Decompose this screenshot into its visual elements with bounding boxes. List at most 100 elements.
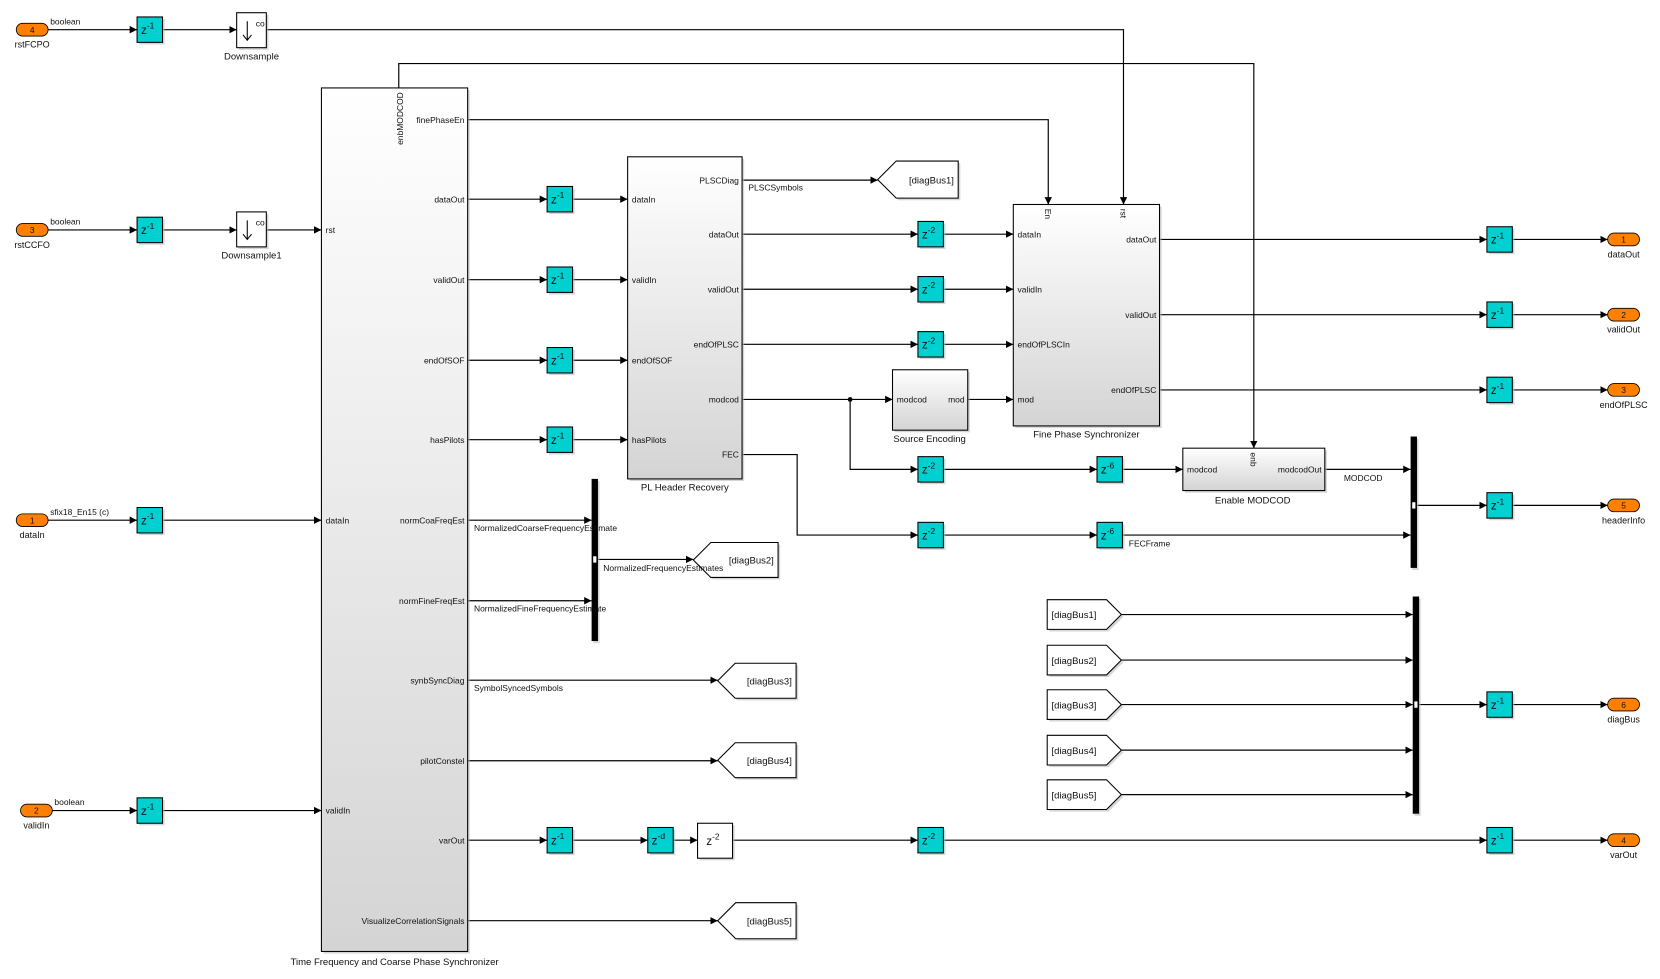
unit-delay-block[interactable]: z-1 — [546, 826, 575, 856]
unit-delay-block[interactable]: z-1 — [546, 185, 575, 215]
unit-delay-block[interactable]: z-1 — [136, 797, 165, 826]
downsample-block[interactable]: co — [236, 12, 269, 50]
from-block[interactable]: [diagBus5] — [1046, 779, 1124, 812]
unit-delay-block[interactable]: z-1 — [136, 216, 165, 245]
port-oval[interactable] — [1607, 697, 1640, 712]
tag-body[interactable] — [716, 742, 797, 779]
block-body[interactable] — [917, 456, 944, 483]
port-oval[interactable] — [1607, 307, 1640, 322]
block-body[interactable] — [1096, 521, 1123, 549]
goto-block[interactable]: [diagBus1] — [876, 160, 961, 201]
block-body[interactable] — [1486, 301, 1513, 328]
block-body[interactable] — [546, 266, 574, 293]
signal-line[interactable] — [849, 399, 918, 474]
block-body[interactable] — [236, 211, 267, 248]
unit-delay-block[interactable]: z-6 — [1096, 456, 1125, 485]
unit-delay-block[interactable]: z-1 — [1486, 492, 1515, 521]
downsample1-block[interactable]: co — [236, 211, 269, 249]
unit-delay-block[interactable]: z-1 — [546, 266, 575, 295]
signal-line[interactable] — [266, 29, 1128, 205]
signal-line[interactable] — [742, 453, 918, 539]
block-body[interactable] — [1486, 826, 1513, 854]
block-body[interactable] — [891, 369, 969, 431]
from-block[interactable]: [diagBus2] — [1046, 644, 1124, 678]
block-body[interactable] — [136, 797, 164, 824]
block-body[interactable] — [1096, 456, 1123, 483]
block-body[interactable] — [1486, 226, 1513, 253]
unit-delay-block[interactable]: z-2 — [917, 276, 946, 305]
unit-delay-block[interactable]: z-2 — [917, 826, 946, 856]
tag-body[interactable] — [1046, 689, 1123, 720]
unit-delay-block[interactable]: z-1 — [546, 426, 575, 455]
tag-body[interactable] — [1046, 734, 1123, 766]
goto-block[interactable]: [diagBus4] — [716, 742, 799, 780]
from-block[interactable]: [diagBus1] — [1046, 599, 1124, 632]
block-body[interactable] — [917, 826, 944, 854]
port-oval[interactable] — [15, 513, 49, 528]
tag-body[interactable] — [876, 160, 959, 199]
block-body[interactable] — [1012, 203, 1161, 427]
port-oval[interactable] — [15, 22, 49, 37]
block-body[interactable] — [697, 822, 734, 859]
block-body[interactable] — [917, 331, 944, 358]
signal-line[interactable] — [467, 119, 1052, 205]
unit-delay-block[interactable]: z-6 — [1096, 521, 1125, 550]
block-body[interactable] — [917, 276, 944, 303]
unit-delay-block[interactable]: z-2 — [917, 220, 946, 249]
goto-block[interactable]: [diagBus3] — [716, 662, 799, 701]
unit-delay-block[interactable]: z-1 — [136, 16, 165, 45]
block-body[interactable] — [1486, 376, 1513, 404]
block-body[interactable] — [546, 826, 574, 854]
tag-body[interactable] — [716, 662, 797, 699]
unit-delay-block[interactable]: z-2 — [917, 521, 946, 550]
tag-body[interactable] — [1046, 599, 1123, 630]
goto-block[interactable]: [diagBus2] — [692, 541, 781, 580]
from-block[interactable]: [diagBus3] — [1046, 689, 1124, 722]
block-body[interactable] — [236, 12, 267, 49]
block-body[interactable] — [627, 156, 743, 480]
port-oval[interactable] — [20, 803, 53, 818]
block-body[interactable] — [136, 16, 164, 43]
block-body[interactable] — [136, 216, 164, 244]
signal-line[interactable] — [398, 62, 1258, 449]
from-block[interactable]: [diagBus4] — [1046, 734, 1124, 768]
block-body[interactable] — [647, 826, 674, 854]
unit-delay-block[interactable]: z-1 — [546, 346, 575, 376]
block-body[interactable] — [546, 185, 574, 213]
unit-delay-block[interactable]: z-d — [647, 826, 676, 856]
unit-delay-block[interactable]: z-1 — [1486, 826, 1515, 856]
block-body[interactable] — [917, 521, 944, 549]
unit-delay-block[interactable]: z-2 — [917, 331, 946, 360]
unit-delay-block[interactable]: z-1 — [1486, 301, 1515, 330]
port-oval[interactable] — [1607, 232, 1640, 247]
block-body[interactable] — [1182, 447, 1326, 492]
port-oval[interactable] — [1607, 383, 1640, 397]
port-oval[interactable] — [15, 223, 49, 237]
unit-delay-block[interactable]: z-1 — [136, 506, 165, 536]
tag-body[interactable] — [716, 902, 797, 940]
unit-delay-block[interactable]: z-1 — [1486, 226, 1515, 255]
port-oval[interactable] — [1607, 833, 1640, 847]
unit-delay-block[interactable]: z-1 — [1486, 691, 1515, 720]
block-body[interactable] — [546, 346, 574, 374]
tag-body[interactable] — [1046, 779, 1123, 811]
tag-body[interactable] — [1046, 644, 1123, 676]
block-body[interactable] — [136, 506, 164, 534]
unit-delay-block[interactable]: z-1 — [1486, 376, 1515, 405]
fine-phase-synchronizer[interactable]: dataInvalidInendOfPLSCInmoddataOutvalidO… — [1012, 203, 1162, 429]
unit-delay-block[interactable]: z-2 — [917, 456, 946, 485]
goto-block[interactable]: [diagBus5] — [716, 902, 799, 941]
port-oval[interactable] — [1607, 498, 1640, 513]
block-body[interactable] — [546, 426, 574, 453]
block-body[interactable] — [1486, 691, 1513, 718]
